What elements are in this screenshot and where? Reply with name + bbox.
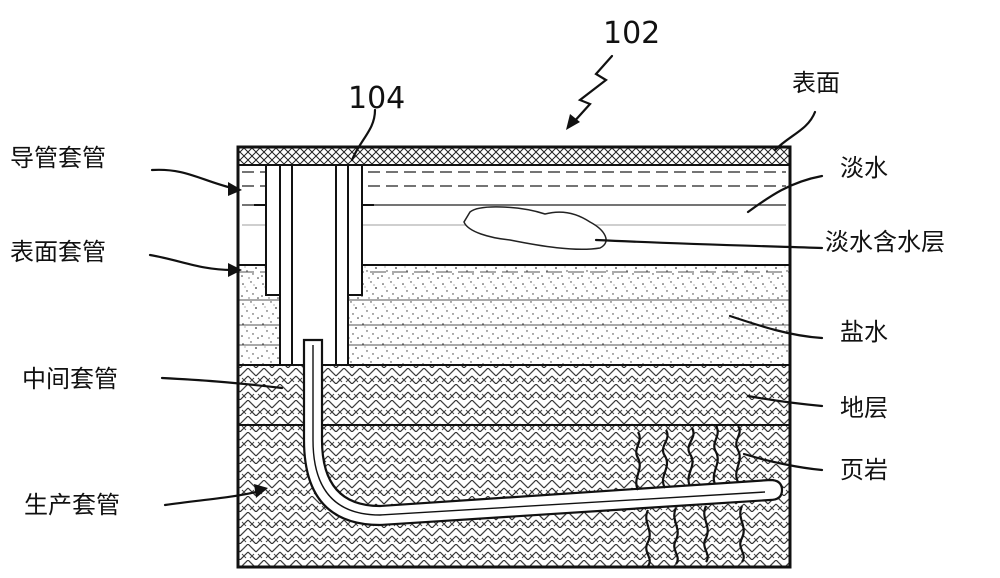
leader-saline xyxy=(728,314,824,340)
fractures-lower xyxy=(645,505,745,567)
ref-number-104: 104 xyxy=(348,81,405,116)
leader-surface xyxy=(773,110,817,152)
leader-fresh-water xyxy=(746,174,824,214)
leader-102 xyxy=(570,54,614,126)
leader-production xyxy=(163,490,258,507)
arrow-surface-casing xyxy=(228,263,242,277)
leader-conductor xyxy=(150,168,234,190)
intermediate-casing-tube xyxy=(291,164,337,366)
leader-formation xyxy=(746,394,824,408)
leader-shale xyxy=(742,452,824,472)
label-fresh-water-aquifer: 淡水含水层 xyxy=(825,228,945,256)
label-saline-water: 盐水 xyxy=(840,318,888,346)
surface-layer xyxy=(238,147,790,165)
production-casing-inner xyxy=(312,345,766,516)
production-casing-outer xyxy=(302,338,784,527)
arrow-conductor xyxy=(228,182,242,196)
label-fresh-water: 淡水 xyxy=(840,154,888,182)
diagram-frame xyxy=(236,145,792,569)
arrow-production xyxy=(254,484,268,498)
aquifer-blob xyxy=(463,206,607,251)
leader-intermediate xyxy=(160,376,284,390)
label-intermediate-casing: 中间套管 xyxy=(22,365,118,393)
label-conductor-casing: 导管套管 xyxy=(10,144,106,172)
ref-number-102: 102 xyxy=(603,16,660,51)
label-surface-casing: 表面套管 xyxy=(10,238,106,266)
label-production-casing: 生产套管 xyxy=(24,491,120,519)
leader-104 xyxy=(350,108,377,162)
leader-surface-casing xyxy=(148,253,234,272)
formation-layer xyxy=(238,365,790,425)
label-surface: 表面 xyxy=(792,69,840,97)
fractures-upper xyxy=(635,425,741,491)
label-formation: 地层 xyxy=(840,394,888,422)
arrowhead-102 xyxy=(566,114,580,130)
label-shale: 页岩 xyxy=(840,456,888,484)
leader-aquifer xyxy=(594,238,824,250)
